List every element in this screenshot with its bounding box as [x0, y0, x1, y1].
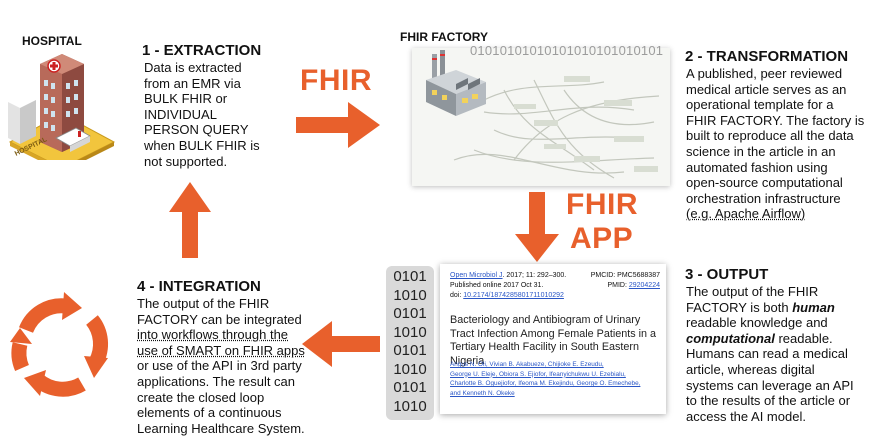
binary-line: 1010: [393, 397, 427, 415]
authors-line[interactable]: Charlotte B. Oguejiofor, Ifeoma M. Ekeji…: [450, 380, 641, 388]
output-body: The output of the FHIR FACTORY is both h…: [686, 284, 870, 424]
output-line: FACTORY is both: [686, 299, 793, 315]
integration-line: The output of the FHIR: [137, 296, 270, 311]
transformation-line: operational template for a: [686, 97, 834, 113]
output-line: article, whereas digital: [686, 361, 815, 377]
integration-line: use of SMART on FHIR apps: [137, 342, 305, 358]
extraction-line: PERSON QUERY: [144, 122, 249, 138]
integration-line: or use of the API in 3rd party: [137, 358, 302, 374]
integration-line: applications. The result can: [137, 373, 296, 389]
article-card: Open Microbiol J. 2017; 11: 292–300. PMC…: [440, 264, 666, 414]
output-computational-word: computational: [686, 330, 775, 346]
output-line: to the results of the article or: [686, 393, 851, 409]
down-arrow-icon: [515, 192, 559, 262]
output-title: 3 - OUTPUT: [685, 266, 769, 283]
extraction-title: 1 - EXTRACTION: [142, 42, 262, 59]
fhir-arrow-label: FHIR: [300, 64, 372, 97]
binary-line: 1010: [393, 360, 427, 378]
transformation-line: science in the article in an: [686, 143, 836, 159]
transformation-title: 2 - TRANSFORMATION: [685, 48, 849, 65]
transformation-line: built to reproduce all the data: [686, 128, 854, 144]
pmid-link[interactable]: 29204224: [628, 282, 660, 289]
extraction-line: when BULK FHIR is: [144, 137, 260, 153]
published-text: Published online 2017 Oct 31.: [450, 282, 544, 289]
refresh-cycle-icon: [10, 292, 109, 397]
factory-binary: 01010101010101010101010101: [470, 43, 664, 58]
article-title: Bacteriology and Antibiogram of Urinary …: [450, 314, 657, 367]
binary-line: 1010: [393, 323, 427, 341]
extraction-line: not supported.: [144, 153, 228, 169]
hospital-label: HOSPITAL: [22, 34, 82, 48]
integration-line: into workflows through the: [137, 327, 289, 343]
binary-line: 0101: [393, 342, 427, 359]
transformation-line: automated fashion using: [686, 159, 828, 175]
journal-link[interactable]: Open Microbiol J: [450, 272, 503, 279]
extraction-line: BULK FHIR or: [144, 91, 228, 107]
output-line: systems can leverage an API: [686, 377, 854, 393]
doi-label: doi:: [450, 292, 464, 299]
extraction-line: INDIVIDUAL: [144, 106, 217, 122]
transformation-line: open-source computational: [686, 175, 843, 191]
output-line: readable.: [774, 330, 833, 346]
pmid-label: PMID:: [607, 282, 629, 289]
doi-link[interactable]: 10.2174/1874285801711010292: [463, 292, 564, 299]
integration-line: create the closed loop: [137, 389, 265, 405]
hospital-icon: HOSPITAL: [8, 54, 116, 160]
up-arrow-icon: [169, 182, 211, 258]
extraction-line: from an EMR via: [144, 75, 241, 91]
binary-column: 0101 1010 0101 1010 0101 1010 0101 1010: [386, 266, 434, 420]
transformation-line: (e.g. Apache Airflow): [686, 206, 806, 222]
left-arrow-icon: [302, 321, 380, 367]
authors-line[interactable]: George U. Eleje, Obiora S. Ejiofor, Ifea…: [450, 370, 626, 378]
integration-line: elements of a continuous: [137, 405, 282, 421]
transformation-line: FHIR FACTORY. The factory is: [686, 112, 865, 128]
integration-line: Learning Healthcare System.: [137, 420, 305, 436]
authors-line[interactable]: and Kenneth N. Okeke: [450, 389, 515, 397]
binary-line: 1010: [393, 286, 427, 304]
workflow-graph-icon: [453, 76, 660, 179]
transformation-line: medical article serves as an: [686, 81, 847, 97]
right-arrow-icon: [296, 102, 380, 148]
fhir-app-label-line2: APP: [570, 222, 634, 255]
integration-line: FACTORY can be integrated: [137, 311, 302, 327]
integration-body: The output of the FHIR FACTORY can be in…: [137, 296, 307, 436]
binary-line: 0101: [393, 379, 427, 396]
transformation-line: orchestration infrastructure: [686, 190, 841, 206]
transformation-line: A published, peer reviewed: [686, 66, 843, 81]
output-line: access the AI model.: [686, 408, 806, 424]
extraction-line: Data is extracted: [144, 60, 242, 75]
output-line: Humans can read a medical: [686, 346, 848, 362]
output-line: The output of the FHIR: [686, 284, 819, 299]
output-human-word: human: [792, 299, 835, 315]
factory-icon: [426, 50, 486, 116]
pmcid-text: PMCID: PMC5688387: [590, 272, 660, 279]
output-line: readable knowledge and: [686, 315, 828, 331]
fhir-app-label-line1: FHIR: [566, 188, 638, 221]
transformation-body: A published, peer reviewed medical artic…: [686, 66, 870, 222]
binary-line: 0101: [393, 268, 427, 285]
integration-title: 4 - INTEGRATION: [137, 278, 261, 295]
binary-line: 0101: [393, 305, 427, 322]
citation-text: . 2017; 11: 292–300.: [502, 272, 567, 279]
extraction-body: Data is extracted from an EMR via BULK F…: [144, 60, 294, 169]
authors-line[interactable]: Angus N. Oli, Vivian B. Akabueze, Chijio…: [450, 361, 604, 368]
factory-label: FHIR FACTORY: [400, 30, 489, 44]
